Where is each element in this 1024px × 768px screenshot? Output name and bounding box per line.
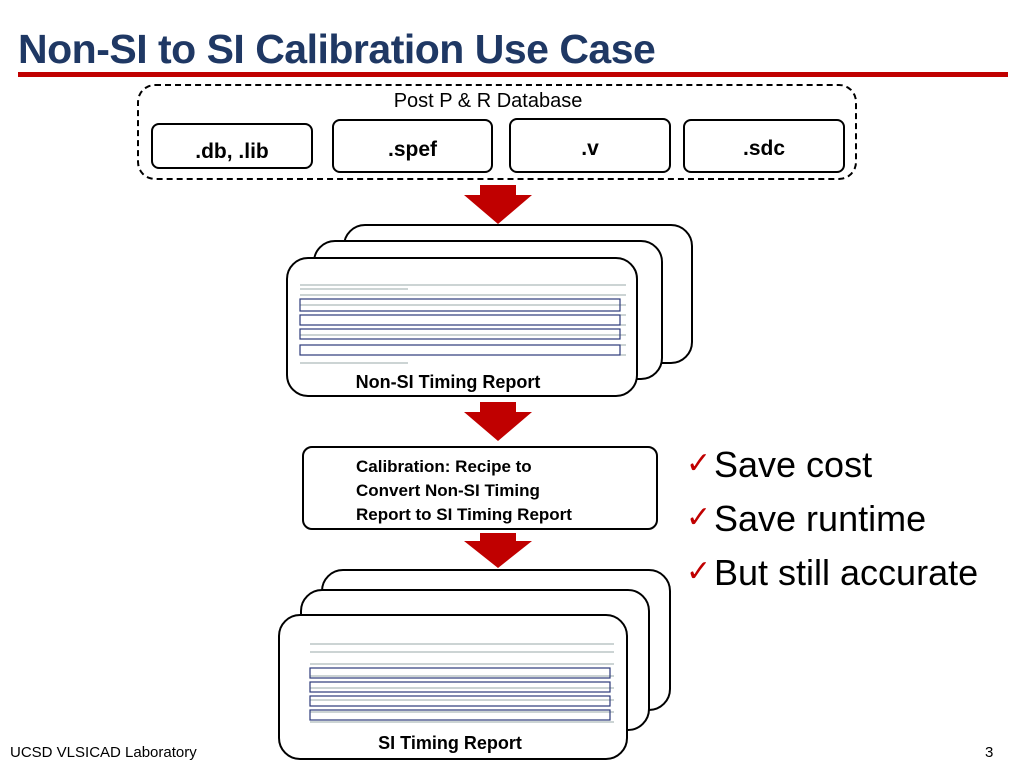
calibration-line: Convert Non-SI Timing: [356, 481, 540, 500]
non-si-report-table-graphic: [299, 284, 626, 364]
file-spef-label: .spef: [387, 138, 437, 161]
benefit-text: Save runtime: [714, 498, 927, 539]
checkmark-icon: ✓: [686, 555, 712, 588]
down-arrow-icon: [464, 402, 532, 441]
footer-lab: UCSD VLSICAD Laboratory: [10, 744, 197, 761]
page-title: Non-SI to SI Calibration Use Case: [18, 26, 656, 72]
down-arrow-icon: [464, 185, 532, 224]
page-number: 3: [985, 744, 994, 761]
file-sdc-label: .sdc: [742, 137, 786, 160]
file-v-label: .v: [581, 137, 599, 160]
benefit-item: ✓Save cost: [686, 444, 872, 486]
calibration-line: Report to SI Timing Report: [356, 505, 572, 524]
down-arrow-icon: [464, 533, 532, 568]
file-v: .v: [509, 118, 671, 173]
benefit-text: Save cost: [714, 444, 873, 485]
si-report-table-graphic: [309, 643, 614, 723]
calibration-line: Calibration: Recipe to: [356, 457, 532, 476]
file-spef: .spef: [332, 119, 493, 173]
si-report-label: SI Timing Report: [378, 733, 522, 753]
benefit-text: But still accurate: [714, 552, 979, 593]
si-report-card-front: SI Timing Report: [278, 614, 628, 760]
calibration-box: [302, 446, 658, 530]
database-label: Post P & R Database: [393, 90, 583, 112]
benefit-item: ✓Save runtime: [686, 498, 926, 540]
non-si-report-card-front: Non-SI Timing Report: [286, 257, 638, 397]
benefit-item: ✓But still accurate: [686, 552, 978, 594]
file-sdc: .sdc: [683, 119, 845, 173]
database-group: [137, 84, 857, 180]
checkmark-icon: ✓: [686, 447, 712, 480]
file-db-lib: .db, .lib: [151, 123, 313, 169]
file-db-lib-label: .db, .lib: [195, 140, 269, 163]
calibration-text: Calibration: Recipe to Convert Non-SI Ti…: [356, 455, 646, 527]
title-underline: [18, 72, 1008, 77]
checkmark-icon: ✓: [686, 501, 712, 534]
non-si-report-label: Non-SI Timing Report: [355, 372, 541, 392]
